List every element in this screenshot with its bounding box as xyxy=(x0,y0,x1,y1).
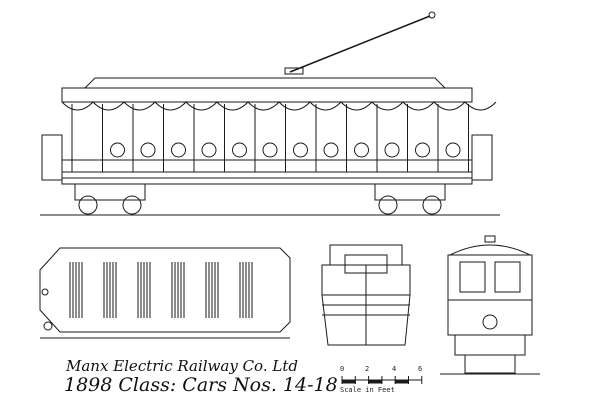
roof-ribs xyxy=(69,262,253,318)
trolley-base xyxy=(284,67,304,75)
roof-top xyxy=(83,77,447,89)
seat-back xyxy=(201,142,217,158)
scale-block xyxy=(341,379,356,384)
scale-bar xyxy=(341,376,423,384)
truck-end xyxy=(454,334,526,356)
end-view-left xyxy=(321,244,411,346)
scale-tick-6: 6 xyxy=(418,365,423,373)
seat-back xyxy=(232,142,247,158)
end-view-right xyxy=(440,235,540,375)
seat-back xyxy=(140,142,156,158)
dash-right xyxy=(471,134,493,181)
scale-block xyxy=(394,379,410,384)
bogie-frame xyxy=(74,183,146,201)
side-elevation xyxy=(40,11,500,216)
roof-valance xyxy=(61,101,497,111)
scale-block xyxy=(368,379,383,384)
end-dash xyxy=(321,294,411,346)
bogie-right xyxy=(374,183,446,215)
seat-back xyxy=(110,142,125,158)
scale-tick-4: 4 xyxy=(392,365,397,373)
scale-label: Scale in Feet xyxy=(340,386,395,394)
seat-back xyxy=(445,142,461,158)
wheel xyxy=(378,195,398,215)
wheel xyxy=(422,195,442,215)
seat-back xyxy=(323,142,339,158)
seat-back xyxy=(171,142,186,158)
window-left xyxy=(459,261,486,293)
headlamp xyxy=(482,314,498,330)
roof-clerestory xyxy=(61,87,473,103)
dash-left xyxy=(41,134,63,181)
scale-tick-0: 0 xyxy=(340,365,345,373)
drawing-title: 1898 Class: Cars Nos. 14-18 xyxy=(64,374,338,396)
bogie-left xyxy=(74,183,146,215)
bogie-frame xyxy=(374,183,446,201)
seat-back xyxy=(384,142,400,158)
scale-tick-2: 2 xyxy=(365,365,370,373)
company-caption: Manx Electric Railway Co. Ltd xyxy=(66,357,298,375)
wheel xyxy=(122,195,142,215)
trolley-pole xyxy=(289,15,431,73)
seat-back xyxy=(262,142,278,158)
seat-back xyxy=(293,142,308,158)
plan-outline xyxy=(39,247,291,333)
wheel xyxy=(78,195,98,215)
end-body-2 xyxy=(447,254,533,336)
body-posts xyxy=(62,104,472,172)
plan-view xyxy=(39,247,291,339)
roof-arch xyxy=(449,244,531,256)
seat-back xyxy=(354,142,369,158)
seat-back xyxy=(415,142,430,158)
trolley-head xyxy=(428,11,436,19)
trolley-wheel-plan xyxy=(43,321,53,331)
window-right xyxy=(494,261,521,293)
